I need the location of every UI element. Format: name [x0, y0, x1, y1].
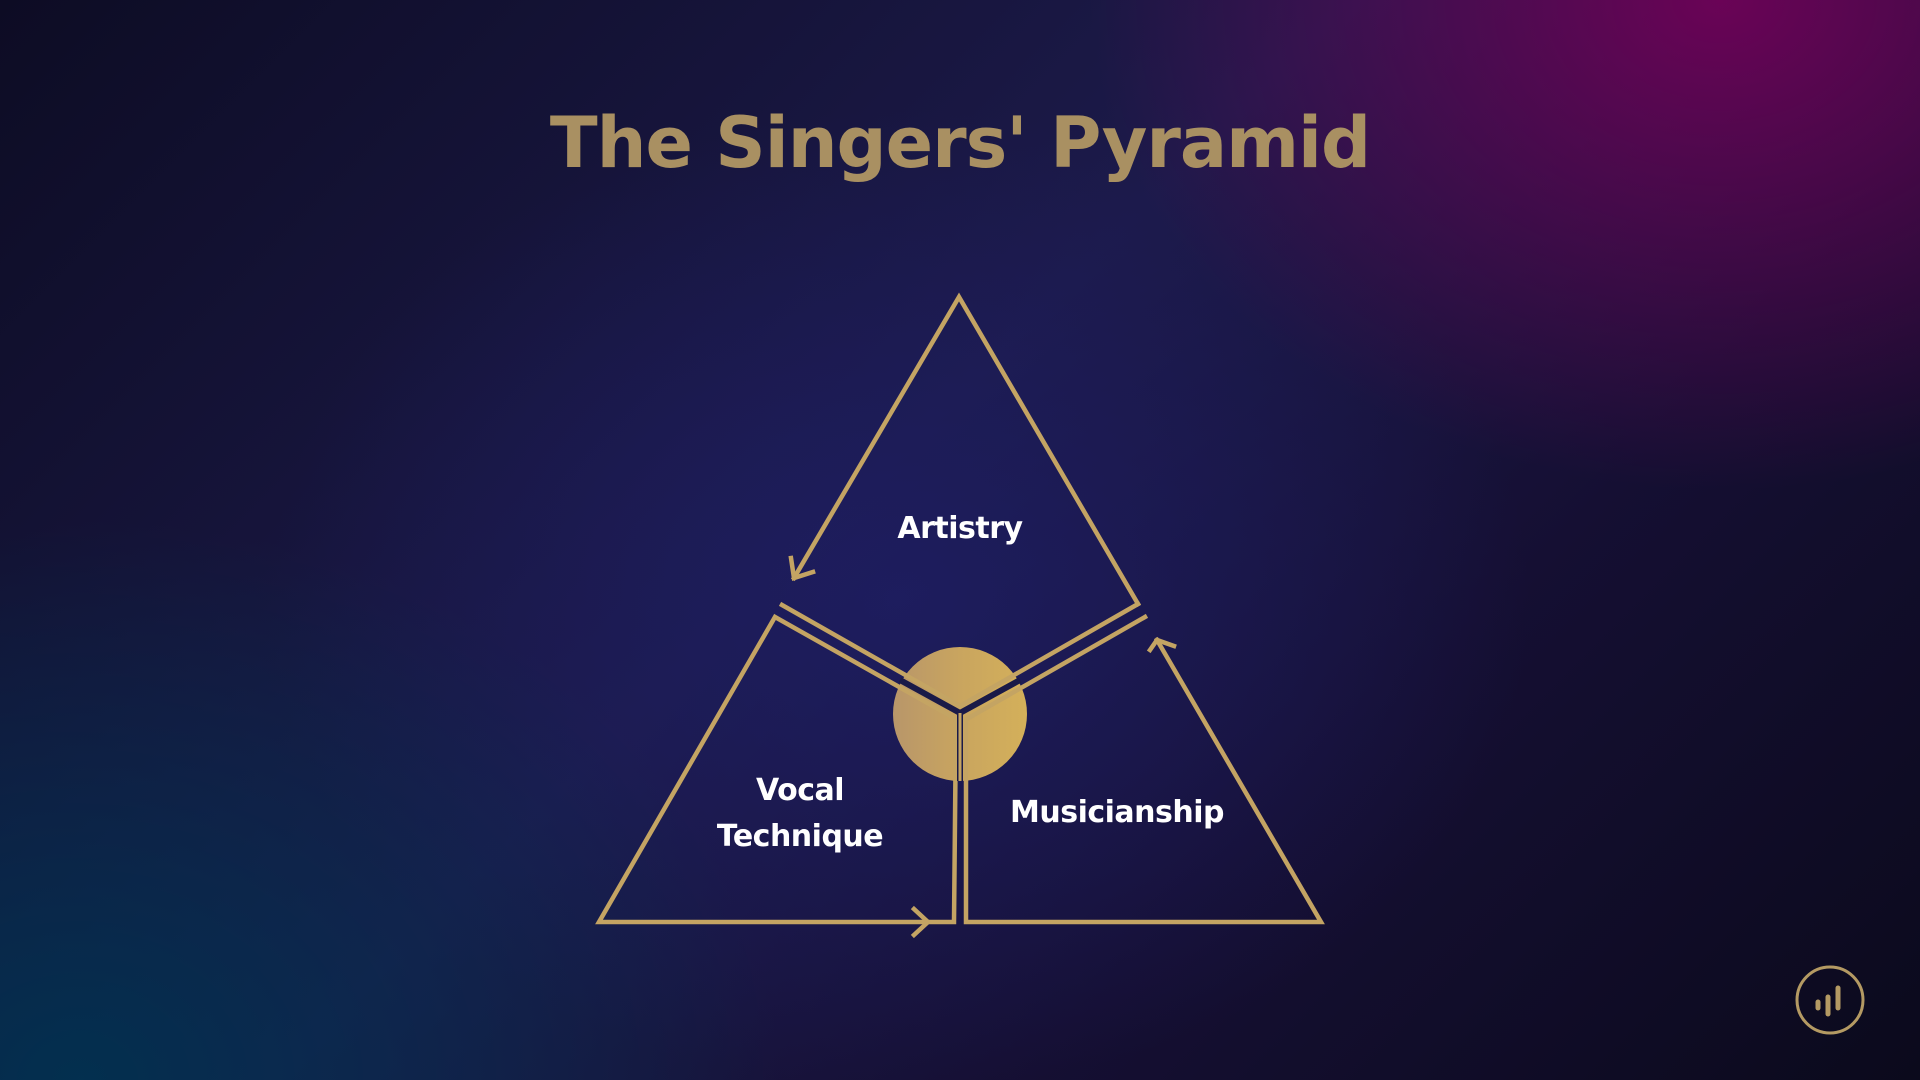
segment-artistry-outline: [790, 292, 1142, 608]
segment-vocal-technique-outline: [595, 613, 959, 925]
label-musicianship: Musicianship: [997, 790, 1237, 836]
bar-chart-icon: [1795, 965, 1865, 1035]
label-artistry: Artistry: [860, 506, 1060, 552]
label-vocal-technique-line1: Vocal: [756, 773, 845, 808]
segment-artistry-base: [778, 600, 1142, 709]
label-musicianship-text: Musicianship: [1010, 795, 1225, 830]
segment-artistry-arrowhead: [788, 555, 816, 581]
label-vocal-technique: Vocal Technique: [700, 768, 900, 860]
segment-musicianship-outline: [961, 613, 1149, 724]
label-vocal-technique-line2: Technique: [716, 819, 884, 854]
segment-musicianship-triangle: [963, 636, 1325, 925]
segment-vocal-technique-arrowhead: [910, 905, 932, 939]
segment-musicianship-arrowhead: [1146, 637, 1177, 654]
label-artistry-text: Artistry: [897, 511, 1023, 546]
page-title: The Singers' Pyramid: [549, 102, 1371, 184]
